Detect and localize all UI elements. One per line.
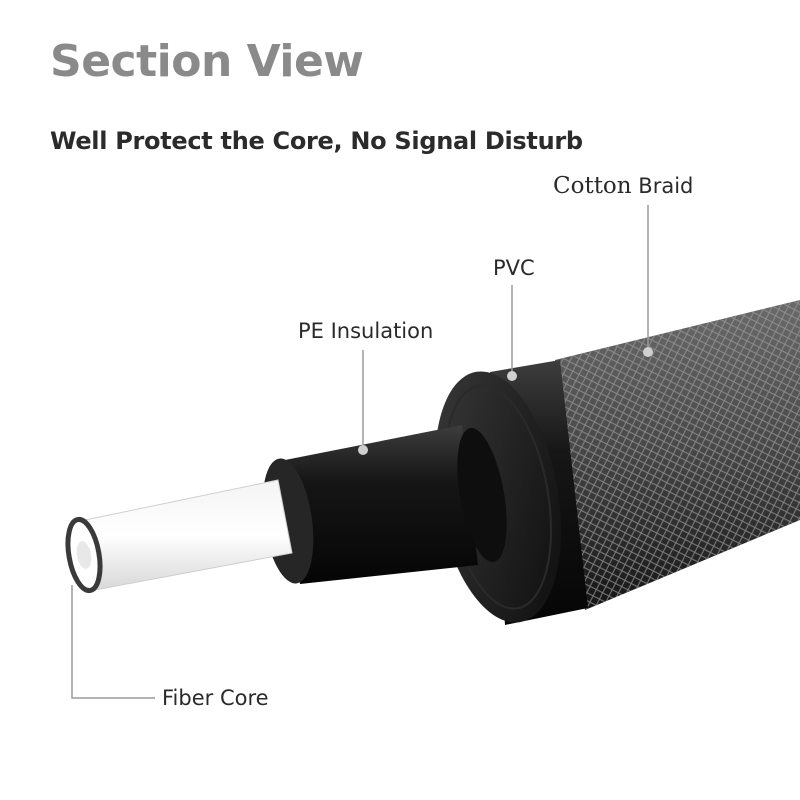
pvc-label: PVC xyxy=(493,256,535,280)
page-subtitle: Well Protect the Core, No Signal Disturb xyxy=(50,127,583,155)
cotton-braid-jacket xyxy=(555,300,800,610)
fiber-core-label: Fiber Core xyxy=(162,686,269,710)
fiber-core xyxy=(65,479,293,594)
pe-insulation-label: PE Insulation xyxy=(298,319,434,343)
callout-dots xyxy=(358,347,653,455)
page-title: Section View xyxy=(50,36,364,87)
callout-lines xyxy=(71,205,649,699)
pe-insulation-layer xyxy=(262,425,507,584)
cotton-braid-label: Cotton Braid xyxy=(553,173,694,199)
